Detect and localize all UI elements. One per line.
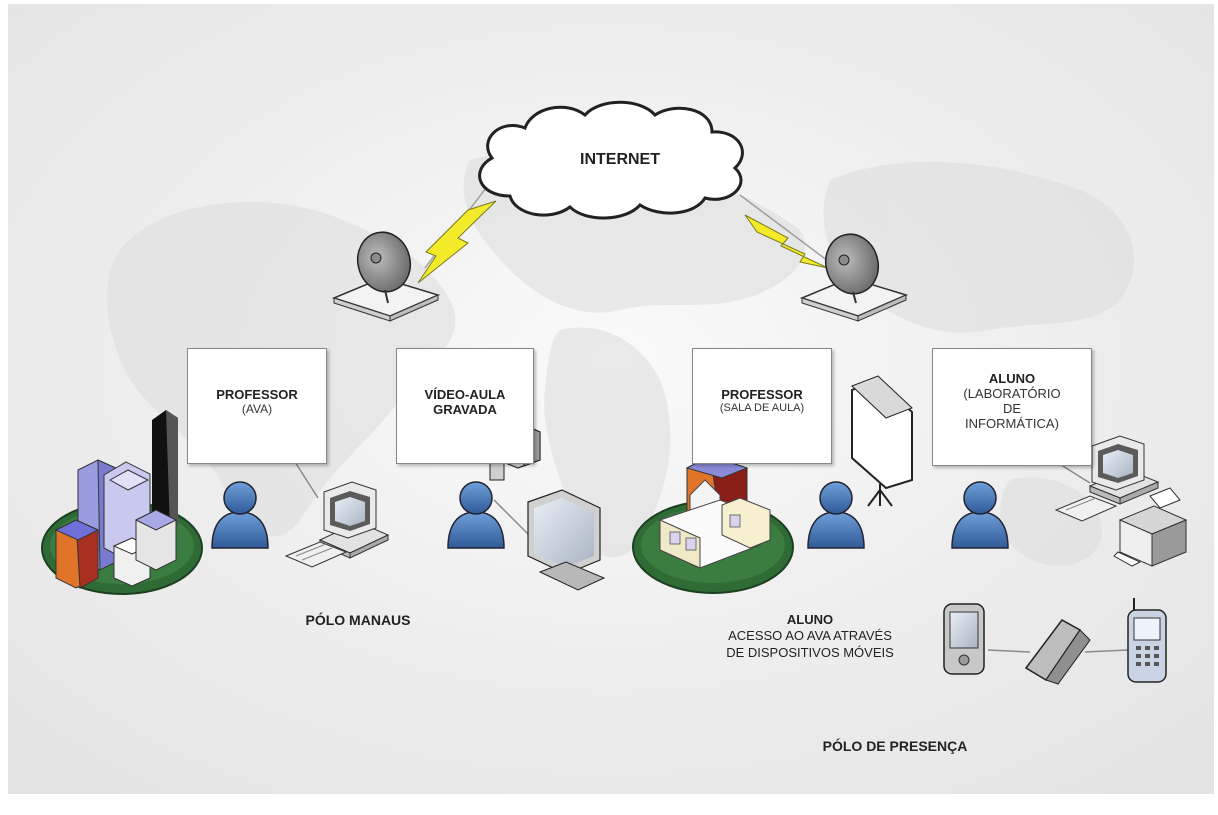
box-aluno-laboratorio: ALUNO (LABORATÓRIO DE INFORMÁTICA) [932, 348, 1092, 466]
polo-manaus-label: PÓLO MANAUS [305, 612, 411, 628]
box-line4: INFORMÁTICA) [965, 416, 1059, 431]
aluno-movel-text: ALUNO ACESSO AO AVA ATRAVÉS DE DISPOSITI… [680, 612, 940, 661]
box-video-aula: VÍDEO-AULA GRAVADA [396, 348, 534, 464]
aluno-movel-title: ALUNO [786, 612, 834, 627]
city-buildings-icon [41, 410, 203, 595]
box-title-line2: GRAVADA [433, 402, 497, 417]
box-title: VÍDEO-AULA [424, 387, 506, 402]
person-icon [807, 481, 865, 549]
aluno-movel-line2: ACESSO AO AVA ATRAVÉS [728, 628, 892, 644]
internet-cloud-icon [478, 100, 744, 220]
box-subtitle: (SALA DE AULA) [719, 402, 805, 414]
internet-label: INTERNET [580, 151, 660, 168]
monitor-icon [527, 489, 606, 591]
satellite-dish-right-icon [799, 233, 909, 322]
lightning-bolt-left-icon [417, 200, 497, 284]
box-subtitle: (AVA) [241, 402, 273, 416]
box-professor-ava: PROFESSOR (AVA) [187, 348, 327, 464]
desktop-computer-icon [284, 481, 390, 568]
mobile-phone-icon [1024, 619, 1091, 685]
desktop-computer-icon [1054, 435, 1160, 522]
box-line3: DE [1002, 401, 1022, 416]
polo-presenca-label: PÓLO DE PRESENÇA [822, 738, 968, 754]
box-title: PROFESSOR [721, 387, 803, 402]
printer-icon [1113, 487, 1188, 567]
person-icon [447, 481, 505, 549]
cell-phone-icon [1127, 598, 1167, 683]
box-title: PROFESSOR [216, 387, 298, 402]
box-title: ALUNO [988, 371, 1036, 386]
box-professor-sala: PROFESSOR (SALA DE AULA) [692, 348, 832, 464]
person-icon [951, 481, 1009, 549]
lightning-bolt-right-icon [744, 214, 829, 269]
town-buildings-icon [632, 455, 794, 594]
satellite-dish-left-icon [331, 231, 441, 322]
aluno-movel-line3: DE DISPOSITIVOS MÓVEIS [726, 644, 894, 660]
box-line2: (LABORATÓRIO [963, 386, 1061, 401]
projection-screen-icon [851, 375, 913, 507]
person-icon [211, 481, 269, 549]
pda-device-icon [943, 603, 985, 675]
